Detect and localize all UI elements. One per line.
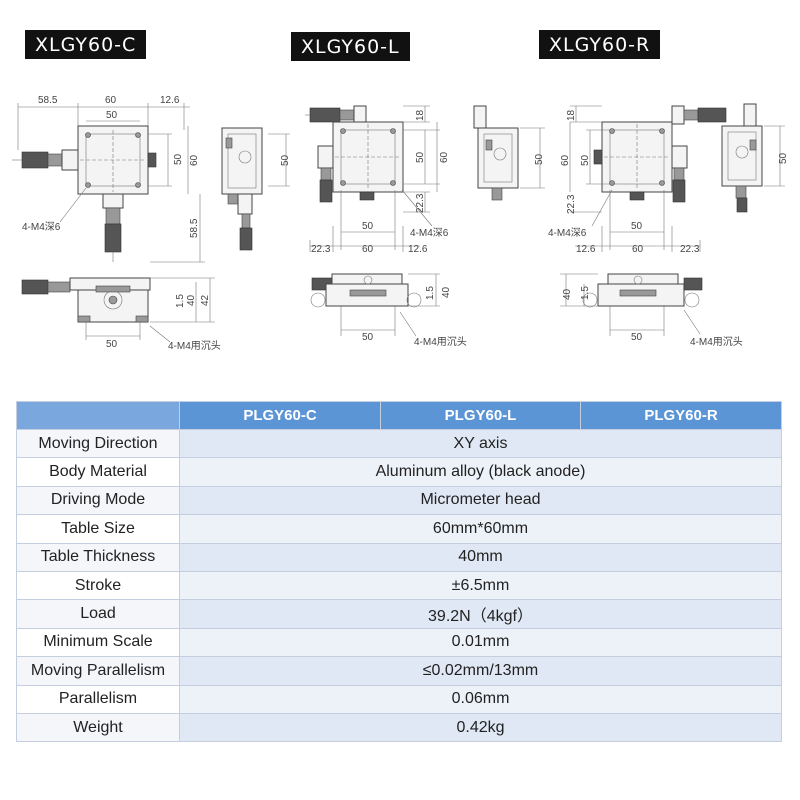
table-row: Parallelism 0.06mm — [16, 684, 782, 714]
model-title-l: XLGY60-L — [291, 32, 410, 61]
dim-c-58-5-v: 58.5 — [189, 218, 200, 238]
technical-drawings: 58.5 60 12.6 50 50 60 58.5 4-M4深6 — [12, 95, 789, 352]
row-label: Body Material — [16, 457, 180, 487]
row-label: Weight — [16, 712, 180, 743]
dim-c-1-5: 1.5 — [175, 294, 186, 308]
note-c-m4-countersunk: 4-M4用沉头 — [168, 339, 221, 352]
row-label: Moving Direction — [16, 428, 180, 459]
row-label: Load — [16, 599, 180, 629]
table-row: Table Thickness 40mm — [16, 542, 782, 572]
dim-r-22-3-v: 22.3 — [566, 194, 577, 214]
dim-r-18: 18 — [566, 109, 577, 121]
drawing-l-front-view: 50 1.5 40 4-M4用沉头 — [310, 273, 467, 348]
dim-c-60-v: 60 — [189, 154, 200, 166]
dim-l-side-50: 50 — [534, 153, 545, 165]
spec-table: PLGY60-C PLGY60-L PLGY60-R Moving Direct… — [16, 401, 782, 743]
row-label: Table Thickness — [16, 542, 180, 572]
drawing-c-top-view: 58.5 60 12.6 50 50 60 58.5 4-M4深6 — [12, 95, 205, 263]
note-r-m4-countersunk: 4-M4用沉头 — [690, 335, 743, 348]
dim-l-22-3: 22.3 — [311, 244, 331, 255]
dim-r-50: 50 — [631, 221, 643, 232]
model-title-r: XLGY60-R — [539, 30, 661, 59]
drawing-l-side-view: 50 — [473, 105, 545, 201]
dim-l-50: 50 — [362, 221, 374, 232]
row-value: Aluminum alloy (black anode) — [179, 457, 782, 487]
dim-c-50: 50 — [106, 110, 118, 121]
row-value: Micrometer head — [179, 485, 782, 516]
drawing-r-front-view: 50 40 1.5 4-M4用沉头 — [560, 273, 743, 348]
table-row: Minimum Scale 0.01mm — [16, 627, 782, 658]
dim-r-front-50: 50 — [631, 332, 643, 343]
table-row: Body Material Aluminum alloy (black anod… — [16, 457, 782, 487]
table-row: Moving Direction XY axis — [16, 428, 782, 459]
header-blank — [16, 401, 180, 430]
dim-r-22-3: 22.3 — [680, 244, 700, 255]
dim-r-12-6: 12.6 — [576, 244, 596, 255]
dim-l-22-3-v: 22.3 — [415, 193, 426, 213]
table-row: Stroke ±6.5mm — [16, 570, 782, 601]
dim-r-1-5: 1.5 — [580, 286, 591, 300]
note-l-m4-deep6: 4-M4深6 — [410, 227, 449, 239]
table-row: Driving Mode Micrometer head — [16, 485, 782, 516]
model-title-c: XLGY60-C — [25, 30, 147, 59]
row-value: 0.06mm — [179, 684, 782, 714]
row-value: 39.2N（4kgf） — [179, 599, 782, 629]
dim-l-60-v: 60 — [439, 151, 450, 163]
note-r-m4-deep6: 4-M4深6 — [548, 227, 587, 239]
row-value: 40mm — [179, 542, 782, 572]
table-row: Weight 0.42kg — [16, 712, 782, 743]
note-c-m4-deep6: 4-M4深6 — [22, 221, 61, 233]
row-label: Minimum Scale — [16, 627, 180, 658]
dim-r-60-v: 60 — [560, 154, 571, 166]
dim-l-18: 18 — [415, 109, 426, 121]
row-value: XY axis — [179, 428, 782, 459]
dim-c-12-6: 12.6 — [160, 95, 180, 106]
dim-l-50-v: 50 — [415, 151, 426, 163]
dim-r-side-50: 50 — [778, 152, 789, 164]
dim-c-front-50: 50 — [106, 339, 118, 350]
row-value: 0.42kg — [179, 712, 782, 743]
dim-l-front-50: 50 — [362, 332, 374, 343]
row-value: ≤0.02mm/13mm — [179, 656, 782, 686]
header-plgy60-c: PLGY60-C — [179, 401, 381, 430]
dim-c-60: 60 — [105, 95, 117, 106]
dim-l-60: 60 — [362, 244, 374, 255]
row-label: Parallelism — [16, 684, 180, 714]
row-label: Moving Parallelism — [16, 656, 180, 686]
table-row: Table Size 60mm*60mm — [16, 514, 782, 544]
header-plgy60-l: PLGY60-L — [380, 401, 581, 430]
dim-r-50-v: 50 — [580, 154, 591, 166]
row-value: 60mm*60mm — [179, 514, 782, 544]
row-label: Driving Mode — [16, 485, 180, 516]
note-l-m4-countersunk: 4-M4用沉头 — [414, 335, 467, 348]
drawing-l-top-view: 18 50 60 22.3 4-M4深6 50 22.3 60 12.6 — [305, 105, 450, 255]
dim-r-40: 40 — [562, 288, 573, 300]
dim-c-40: 40 — [186, 294, 197, 306]
drawing-c-front-view: 50 1.5 40 42 4-M4用沉头 — [21, 277, 221, 352]
dim-c-50-v: 50 — [173, 153, 184, 165]
dim-l-40: 40 — [441, 286, 452, 298]
dim-c-58-5: 58.5 — [38, 95, 58, 106]
dim-c-side-50: 50 — [280, 154, 291, 166]
drawing-r-top-view: 18 60 50 22.3 4-M4深6 50 12.6 60 22.3 — [548, 105, 727, 255]
drawing-c-side-view: 50 — [221, 127, 291, 251]
table-row: Moving Parallelism ≤0.02mm/13mm — [16, 656, 782, 686]
row-label: Table Size — [16, 514, 180, 544]
dim-r-60: 60 — [632, 244, 644, 255]
row-value: ±6.5mm — [179, 570, 782, 601]
dim-c-42: 42 — [200, 294, 211, 306]
dim-l-12-6: 12.6 — [408, 244, 428, 255]
spec-table-header: PLGY60-C PLGY60-L PLGY60-R — [16, 401, 782, 430]
header-plgy60-r: PLGY60-R — [580, 401, 782, 430]
dim-l-1-5: 1.5 — [425, 286, 436, 300]
row-value: 0.01mm — [179, 627, 782, 658]
drawing-r-side-view: 50 — [721, 103, 789, 213]
table-row: Load 39.2N（4kgf） — [16, 599, 782, 629]
row-label: Stroke — [16, 570, 180, 601]
